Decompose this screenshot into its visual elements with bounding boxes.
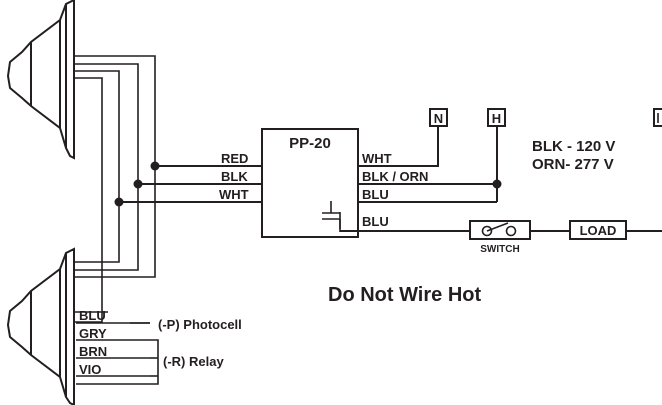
switch-blade [486, 222, 509, 232]
terminal-h-box [487, 108, 506, 127]
switch-label: SWITCH [480, 244, 519, 255]
module-output-label: WHT [362, 151, 392, 166]
terminal-n: N [429, 108, 448, 127]
module-input-label: RED [221, 151, 248, 166]
blk-junction-dot [133, 179, 143, 189]
load-label: LOAD [580, 223, 617, 238]
red-wire-loop [74, 55, 156, 278]
terminal-n-box [429, 108, 448, 127]
lower-sensor-outline [6, 247, 75, 405]
relay-label: (-R) Relay [163, 354, 224, 369]
red-junction-dot [150, 161, 160, 171]
hot-junction-dot [492, 179, 502, 189]
warning-text: Do Not Wire Hot [328, 284, 481, 306]
sensor-lead-label: GRY [79, 326, 107, 341]
module-feed-wires: RED BLK WHT [114, 151, 262, 207]
terminal-h-label: H [492, 111, 501, 126]
terminal-h: H [487, 108, 506, 127]
photocell-label: (-P) Photocell [158, 317, 242, 332]
relay-contact-symbol [322, 201, 341, 232]
upper-sensor [6, 0, 75, 160]
voltage-note: BLK - 120 V [532, 138, 615, 155]
module-name: PP-20 [289, 135, 331, 152]
voltage-note: ORN- 277 V [532, 156, 614, 173]
wht-junction-dot [114, 197, 124, 207]
blk-wire-loop [74, 63, 139, 271]
terminal-partial [653, 108, 662, 127]
module-output-wires: WHT BLK / ORN BLU BLU [340, 126, 502, 232]
module-output-label: BLU [362, 187, 389, 202]
sensor-lead-label: BLU [79, 308, 106, 323]
sensor-lead-table: BLU GRY BRN VIO [76, 308, 159, 385]
wht-wire-loop [74, 70, 120, 263]
terminal-n-label: N [434, 111, 443, 126]
switch: SWITCH [469, 220, 531, 255]
module-input-label: WHT [219, 187, 249, 202]
switch-contact-right [505, 225, 517, 237]
module-output-label: BLU [362, 214, 389, 229]
switch-box [469, 220, 531, 240]
blu-wire-upper [74, 77, 103, 323]
lower-sensor [6, 247, 75, 405]
upper-sensor-outline [6, 0, 75, 160]
relay-bracket [150, 339, 159, 385]
sensor-lead-label: BRN [79, 344, 107, 359]
module-input-label: BLK [221, 169, 248, 184]
load: LOAD [569, 220, 627, 240]
sensor-lead-label: VIO [79, 362, 101, 377]
sensor-wires [74, 55, 156, 323]
wht-out-wire [358, 126, 439, 167]
pp20-module: PP-20 [261, 128, 359, 238]
switch-contact-left [481, 225, 493, 237]
module-output-label: BLK / ORN [362, 169, 428, 184]
terminal-partial-box [653, 108, 662, 127]
